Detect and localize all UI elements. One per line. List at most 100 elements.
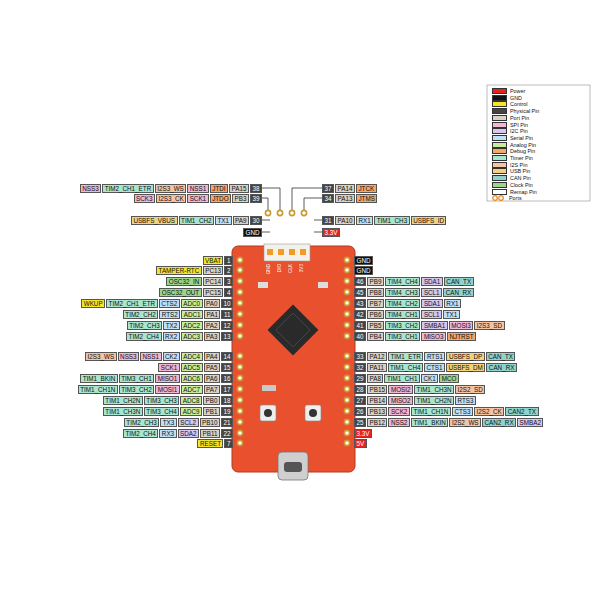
legend-swatch: [492, 95, 507, 101]
i2c-pin: SDA1: [421, 277, 442, 286]
port-pin: PB6: [367, 310, 384, 319]
pin-row: 33PA12TIM1_ETRRTS1USBFS_DPCAN_TX: [354, 352, 515, 360]
pin-row: USBFS_VBUSTIM1_CH2TX1PA930: [131, 216, 262, 224]
port-pin: PB13: [367, 407, 387, 416]
serial-pin: TX2: [163, 321, 180, 330]
pin-row: SCK1ADC5PA515: [158, 363, 233, 371]
serial-pin: RX1: [356, 216, 373, 225]
pin-number: 12: [221, 321, 233, 330]
pin-number: 16: [221, 374, 233, 383]
timer-pin: TIM3_CH1: [385, 332, 420, 341]
pin-number: 39: [250, 194, 262, 203]
legend-swatch: [492, 162, 507, 168]
pin-number: 18: [221, 396, 233, 405]
port-pin: PA4: [204, 352, 220, 361]
pin-row: 26PB13SCK2TIM1_CH1NCTS3I2S2_CKCAN2_TX: [354, 407, 539, 415]
pin-number: 10: [221, 299, 233, 308]
clock-pin: OSC32_OUT: [159, 288, 201, 297]
port-pin: PB9: [367, 277, 384, 286]
can-pin: CAN_RX: [443, 288, 474, 297]
port-pin: PA7: [204, 385, 220, 394]
port-pin: PA13: [335, 194, 355, 203]
pin-row: I2S3_WSNSS3NSS1CK2ADC4PA414: [85, 352, 233, 360]
pin-row: TIM2_CH2RTS2ADC1PA111: [123, 310, 233, 318]
header-pins: [265, 210, 306, 215]
i2c-pin: SMBA1: [421, 321, 447, 330]
pin-row: 42PB6TIM4_CH1SCL1TX1: [354, 310, 460, 318]
i2s-pin: I2S3_SD: [474, 321, 504, 330]
timer-pin: TIM1_CH1: [384, 374, 419, 383]
serial-pin: RX2: [163, 332, 180, 341]
analog-pin: ADC4: [181, 352, 203, 361]
analog-pin: ADC7: [181, 385, 203, 394]
spi-pin: MISO2: [388, 396, 413, 405]
port-pin: PB7: [367, 299, 384, 308]
legend-text: Power: [510, 88, 525, 94]
power-pin: 3.3V: [322, 228, 340, 237]
ground-pin: GND: [354, 266, 373, 275]
pin-row: TIM2_CH4RX3SDA2PB1122: [123, 429, 233, 437]
legend-swatch: [492, 101, 507, 107]
port-pin: PB12: [367, 418, 387, 427]
timer-pin: TIM3_CH3: [144, 396, 179, 405]
serial-pin: TX3: [160, 418, 177, 427]
legend-row: SPI Pin: [492, 122, 528, 128]
analog-pin: ADC2: [181, 321, 203, 330]
pin-row: OSC32_INPC143: [166, 277, 233, 285]
timer-pin: TIM4_CH3: [385, 288, 420, 297]
ground-pin: GND: [243, 228, 262, 237]
pin-number: 25: [354, 418, 366, 427]
legend-swatch: [492, 189, 507, 195]
connector-pin: [278, 249, 284, 255]
legend-swatch: [492, 142, 507, 148]
analog-pin: ADC5: [181, 363, 203, 372]
pin-row: TIM1_BKINTIM3_CH1MISO1ADC6PA616: [80, 374, 233, 382]
legend-text: Clock Pin: [510, 182, 533, 188]
ground-pin: GND: [354, 256, 373, 265]
spi-pin: MOSI2: [388, 385, 413, 394]
spi-pin: NSS1: [187, 184, 208, 193]
timer-pin: TIM1_ETR: [388, 352, 423, 361]
serial-pin: RX3: [159, 429, 176, 438]
i2s-pin: I2S3_CK: [156, 194, 186, 203]
can-pin: CAN2_RX: [482, 418, 516, 427]
can-pin: CAN2_TX: [505, 407, 538, 416]
pin-row: TIM2_CH3TX3SCL2PB1021: [124, 418, 233, 426]
port-pin: PA14: [335, 184, 355, 193]
timer-pin: TIM1_CH3N: [414, 385, 454, 394]
pin-row: VBAT1: [203, 256, 234, 264]
leader-line: [292, 188, 322, 212]
pin-number: 45: [354, 288, 366, 297]
usb-pin: USBFS_DM: [446, 363, 485, 372]
legend-row: Debug Pin: [492, 148, 535, 154]
port-pin: PB5: [367, 321, 384, 330]
i2c-pin: SDA2: [178, 429, 199, 438]
usb-c-port: [284, 462, 302, 472]
leader-line: [262, 220, 270, 221]
analog-pin: ADC6: [181, 374, 203, 383]
spi-pin: MOSI1: [155, 385, 180, 394]
pin-row: NSS3TIM2_CH1_ETRI2S3_WSNSS1JTDIPA1538: [80, 184, 262, 192]
legend-box: [487, 85, 590, 201]
pin-number: 30: [250, 216, 262, 225]
legend-row: I2S Pin: [492, 162, 527, 168]
port-pin: PB14: [367, 396, 387, 405]
timer-pin: TIM1_CH3: [374, 216, 409, 225]
pin-number: 34: [322, 194, 334, 203]
pin-row: GND: [243, 228, 262, 236]
timer-pin: TIM1_CH4: [388, 363, 423, 372]
legend-swatch: [492, 128, 507, 134]
chip-body: [268, 305, 319, 356]
port-pin: PC13: [203, 266, 224, 275]
pin-row: 29PA8TIM1_CH1CK1MCO: [354, 374, 459, 382]
analog-pin: ADC3: [181, 332, 203, 341]
timer-pin: TIM3_CH2: [119, 385, 154, 394]
port-pin: PB11: [200, 429, 220, 438]
swd-connector: [264, 244, 310, 261]
serial-pin: CK2: [163, 352, 180, 361]
legend-row: Serial Pin: [492, 135, 533, 141]
power-pin: 5V: [354, 439, 367, 448]
pin-number: 7: [224, 439, 233, 448]
port-pin: PA1: [204, 310, 220, 319]
